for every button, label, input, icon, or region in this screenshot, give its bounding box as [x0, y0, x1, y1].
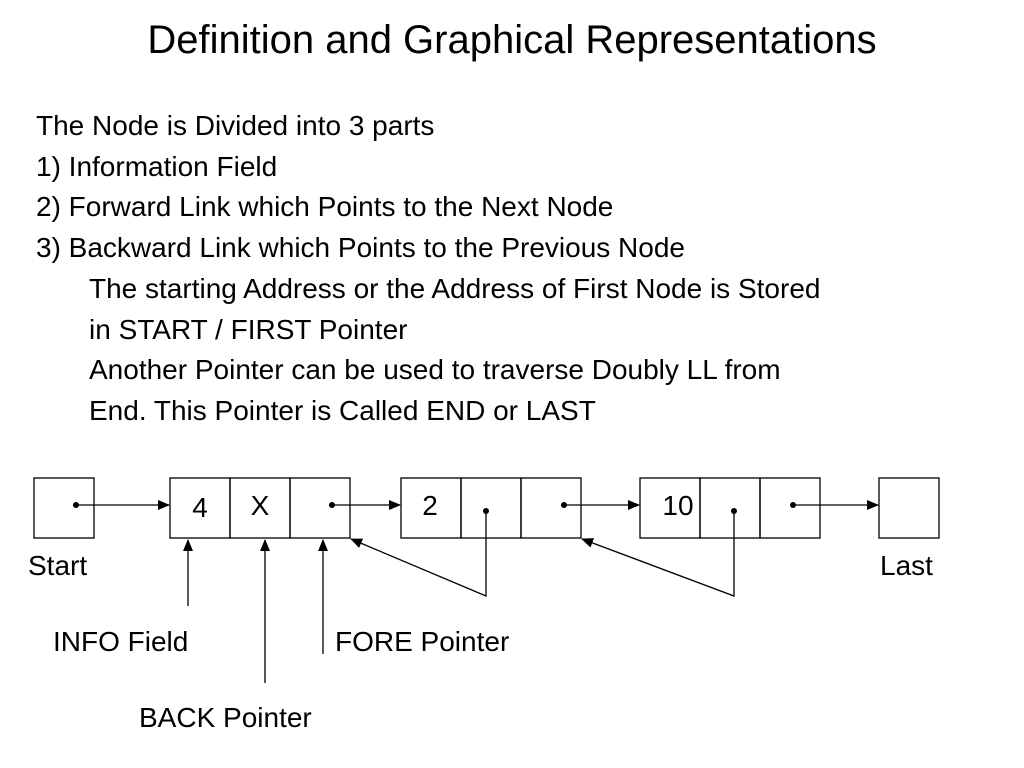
definition-text: The Node is Divided into 3 parts 1) Info… [36, 106, 996, 432]
fore-pointer-label: FORE Pointer [335, 626, 509, 657]
node-2-back-link-arrow [350, 511, 487, 597]
start-pointer-line-2: in START / FIRST Pointer [89, 313, 408, 345]
node-2-back-cell [460, 477, 522, 539]
node-1-fore-dot [329, 502, 335, 508]
end-pointer-line-2: End. This Pointer is Called END or LAST [89, 394, 596, 426]
node-3-value: 10 [662, 490, 693, 521]
start-pointer-box [33, 477, 95, 539]
slide-title: Definition and Graphical Representations [147, 18, 877, 62]
node-1-value: 4 [192, 492, 208, 523]
part-1-line: 1) Information Field [36, 150, 278, 182]
node-3-back-link-arrow [581, 511, 735, 597]
node-1 [169, 477, 351, 539]
last-pointer-box [878, 477, 940, 539]
node-2-value: 2 [422, 490, 438, 521]
start-label: Start [28, 550, 87, 581]
node-3-back-dot [731, 508, 737, 514]
intro-line: The Node is Divided into 3 parts [36, 110, 435, 141]
part-3-line: 3) Backward Link which Points to the Pre… [36, 232, 685, 264]
part-2-line: 2) Forward Link which Points to the Next… [36, 191, 614, 223]
end-pointer-line-1: Another Pointer can be used to traverse … [89, 354, 781, 386]
node-1-back-null: X [251, 490, 270, 521]
node-3-fore-cell [759, 477, 821, 539]
node-3-fore-dot [790, 502, 796, 508]
node-3-back-cell [699, 477, 761, 539]
start-pointer-line-1: The starting Address or the Address of F… [89, 272, 821, 304]
info-field-label: INFO Field [53, 626, 188, 657]
back-pointer-label: BACK Pointer [139, 702, 312, 733]
last-label: Last [880, 550, 933, 581]
start-pointer-dot [73, 502, 79, 508]
node-2-back-dot [483, 508, 489, 514]
node-2-fore-dot [561, 502, 567, 508]
node-2-fore-cell [520, 477, 582, 539]
node-2 [400, 477, 582, 539]
node-1-fore-cell [289, 477, 351, 539]
node-3 [639, 477, 821, 539]
